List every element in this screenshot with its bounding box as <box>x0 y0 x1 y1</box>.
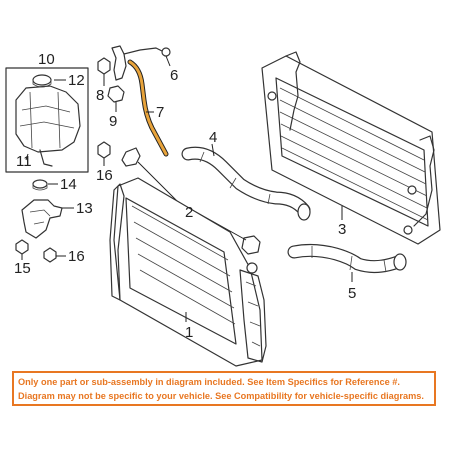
callout-3: 3 <box>338 221 346 238</box>
callout-16-middle: 16 <box>96 167 113 184</box>
disclaimer-box: Only one part or sub-assembly in diagram… <box>12 371 436 406</box>
callout-13: 13 <box>76 200 93 217</box>
callout-5: 5 <box>348 285 356 302</box>
part-5-lower-hose <box>287 243 407 282</box>
callout-11: 11 <box>16 153 32 170</box>
callout-10: 10 <box>38 51 55 68</box>
callout-2: 2 <box>185 204 193 221</box>
part-16-bolt-middle <box>97 141 111 166</box>
inset-frame <box>5 67 89 173</box>
part-15-clip <box>15 239 29 260</box>
disclaimer-line-2: Diagram may not be specific to your vehi… <box>18 391 424 401</box>
callout-14: 14 <box>60 176 77 193</box>
callout-9: 9 <box>109 113 117 130</box>
reservoir-cap <box>32 74 52 86</box>
part-9-clip <box>107 85 125 112</box>
part-16-bolt-lower <box>43 247 66 263</box>
part-14-grommet <box>32 179 58 191</box>
part-3-condenser <box>261 51 441 245</box>
callout-12: 12 <box>68 72 85 89</box>
callout-8: 8 <box>96 87 104 104</box>
callout-15: 15 <box>14 260 31 277</box>
disclaimer-line-1: Only one part or sub-assembly in diagram… <box>18 377 400 387</box>
part-7-hose <box>127 59 169 157</box>
part-1-radiator <box>109 177 267 367</box>
part-4-upper-hose <box>181 143 311 221</box>
callout-7: 7 <box>156 104 164 121</box>
callout-4: 4 <box>209 129 217 146</box>
callout-1: 1 <box>185 324 193 341</box>
part-8-clip <box>97 57 111 86</box>
callout-6: 6 <box>170 67 178 84</box>
coolant-reservoir <box>15 85 81 153</box>
callout-16-lower: 16 <box>68 248 85 265</box>
part-13-bracket <box>21 199 74 239</box>
part-6-bracket <box>111 45 171 81</box>
reservoir-inset <box>5 67 89 173</box>
